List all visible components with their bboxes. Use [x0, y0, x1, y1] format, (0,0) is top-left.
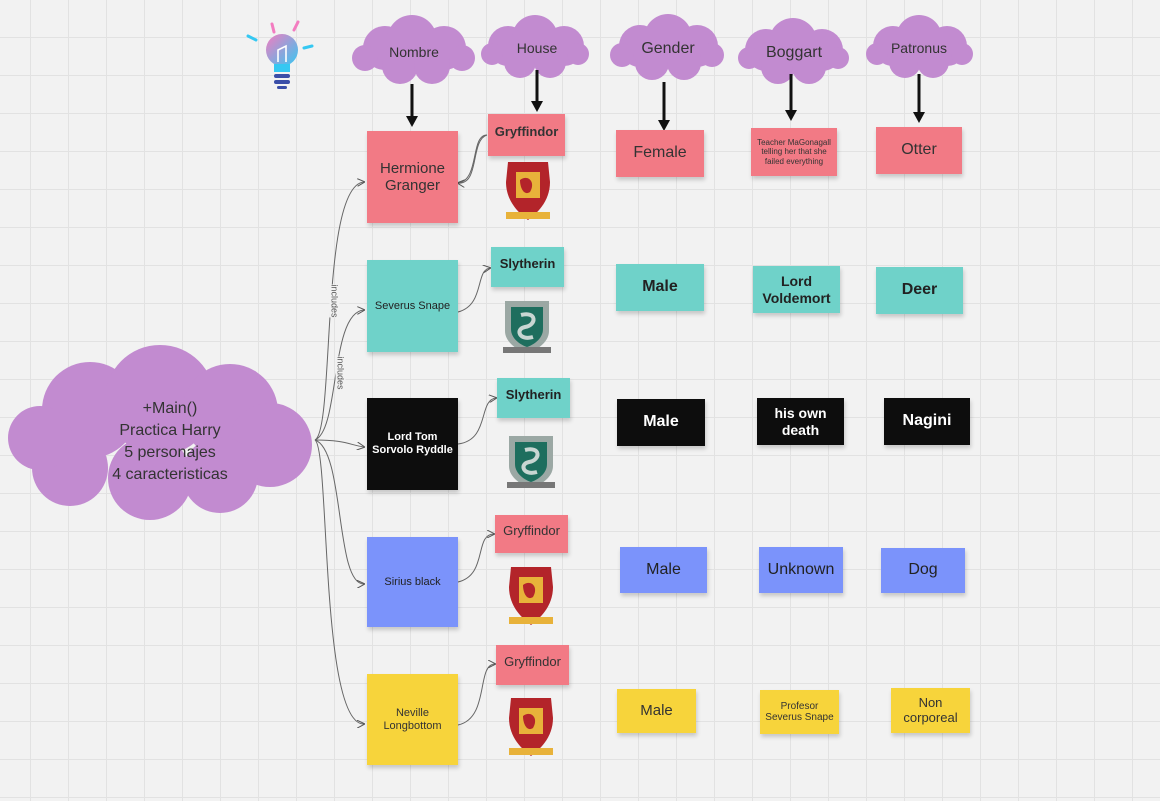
patronus-note[interactable]: Deer: [876, 267, 963, 314]
cloud-boggart-shape: [738, 18, 849, 84]
cloud-nombre-shape: [352, 15, 475, 84]
character-name-note[interactable]: Hermione Granger: [367, 131, 458, 223]
column-header-nombre: Nombre: [389, 44, 439, 60]
main-cloud-line-3: 5 personajes: [124, 444, 216, 461]
gender-note[interactable]: Male: [616, 264, 704, 311]
character-name-note[interactable]: Sirius black: [367, 537, 458, 627]
column-header-gender: Gender: [641, 40, 695, 57]
gender-note[interactable]: Male: [620, 547, 707, 593]
main-connectors: [314, 182, 364, 724]
cloud-main-shape: [8, 345, 312, 520]
column-header-patronus: Patronus: [890, 40, 948, 56]
character-name-note[interactable]: Severus Snape: [367, 260, 458, 352]
house-note[interactable]: Gryffindor: [495, 515, 568, 553]
cloud-gender-shape: [610, 14, 724, 80]
house-connectors: [458, 134, 496, 726]
boggart-note[interactable]: Profesor Severus Snape: [760, 690, 839, 734]
gender-note[interactable]: Female: [616, 130, 704, 177]
main-cloud-line-1: +Main(): [142, 400, 198, 417]
boggart-note[interactable]: Unknown: [759, 547, 843, 593]
cloud-house-shape: [481, 15, 589, 78]
header-clouds: [8, 14, 973, 520]
house-note[interactable]: Slytherin: [497, 378, 570, 418]
patronus-note[interactable]: Dog: [881, 548, 965, 593]
connector-label: includes: [329, 284, 340, 318]
boggart-note[interactable]: Lord Voldemort: [753, 266, 840, 313]
house-note[interactable]: Gryffindor: [488, 114, 565, 156]
house-note[interactable]: Gryffindor: [496, 645, 569, 685]
crest-drawings: [503, 162, 555, 756]
gender-note[interactable]: Male: [617, 689, 696, 733]
patronus-note[interactable]: Otter: [876, 127, 962, 174]
character-name-note[interactable]: Lord Tom Sorvolo Ryddle: [367, 398, 458, 490]
connector-label: includes: [335, 356, 346, 390]
main-cloud-line-4: 4 caracteristicas: [112, 466, 228, 483]
main-cloud-line-2: Practica Harry: [119, 422, 221, 439]
house-note[interactable]: Slytherin: [491, 247, 564, 287]
patronus-note[interactable]: Non corporeal: [891, 688, 970, 733]
lightbulb-icon: [246, 20, 314, 89]
column-header-house: House: [516, 40, 558, 56]
main-cloud[interactable]: +Main() Practica Harry 5 personajes 4 ca…: [60, 396, 280, 488]
cloud-patronus-shape: [866, 15, 973, 78]
patronus-note[interactable]: Nagini: [884, 398, 970, 445]
boggart-note[interactable]: his own death: [757, 398, 844, 445]
boggart-note[interactable]: Teacher MaGonagall telling her that she …: [751, 128, 837, 176]
character-name-note[interactable]: Neville Longbottom: [367, 674, 458, 765]
gender-note[interactable]: Male: [617, 399, 705, 446]
column-header-boggart: Boggart: [765, 44, 823, 61]
header-arrows: [406, 70, 925, 131]
